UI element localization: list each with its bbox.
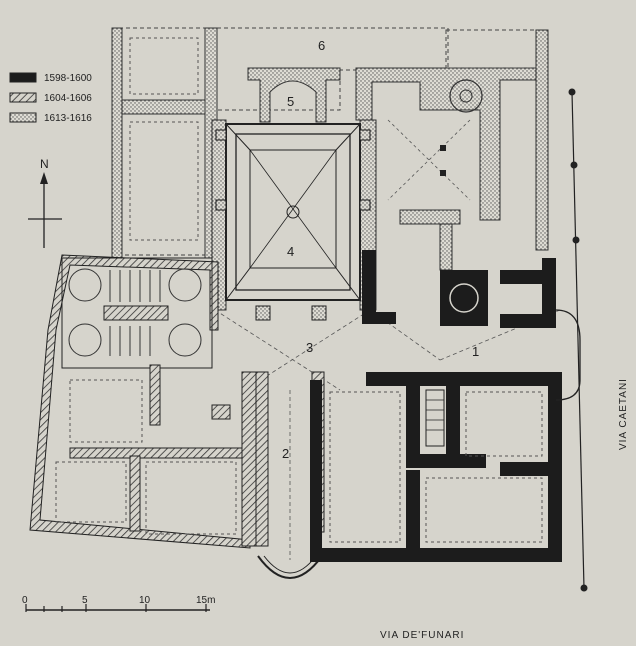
legend-label-1604: 1604-1606 [44, 93, 92, 104]
legend-swatch-1613 [9, 112, 37, 123]
scale-tick-15: 15m [196, 595, 215, 606]
north-arrow: N [28, 157, 62, 248]
street-via-caetani: VIA CAETANI [618, 378, 629, 450]
room-label-1: 1 [472, 344, 479, 359]
street-boundary [555, 88, 588, 592]
legend-swatch-1598 [9, 72, 37, 83]
room-label-5: 5 [287, 94, 294, 109]
wing-1604 [29, 254, 257, 549]
scale-tick-10: 10 [139, 595, 151, 606]
north-label: N [40, 157, 49, 171]
legend: 1598-1600 1604-1606 1613-1616 [9, 72, 92, 124]
courtyard [215, 123, 371, 321]
room-label-4: 4 [287, 244, 294, 259]
room-label-6: 6 [318, 38, 325, 53]
legend-label-1598: 1598-1600 [44, 73, 92, 84]
room-label-3: 3 [306, 340, 313, 355]
room-label-2: 2 [282, 446, 289, 461]
wing-1598 [310, 250, 562, 562]
wing-1613 [111, 27, 549, 311]
scale-bar: 0 5 10 15m [22, 595, 215, 612]
legend-swatch-1604 [9, 92, 37, 103]
scale-tick-5: 5 [82, 595, 88, 606]
scale-tick-0: 0 [22, 595, 28, 606]
fountain-icon [286, 205, 300, 219]
street-via-de-funari: VIA DE'FUNARI [380, 630, 464, 641]
spiral-stair-icon [449, 283, 479, 313]
legend-label-1613: 1613-1616 [44, 113, 92, 124]
